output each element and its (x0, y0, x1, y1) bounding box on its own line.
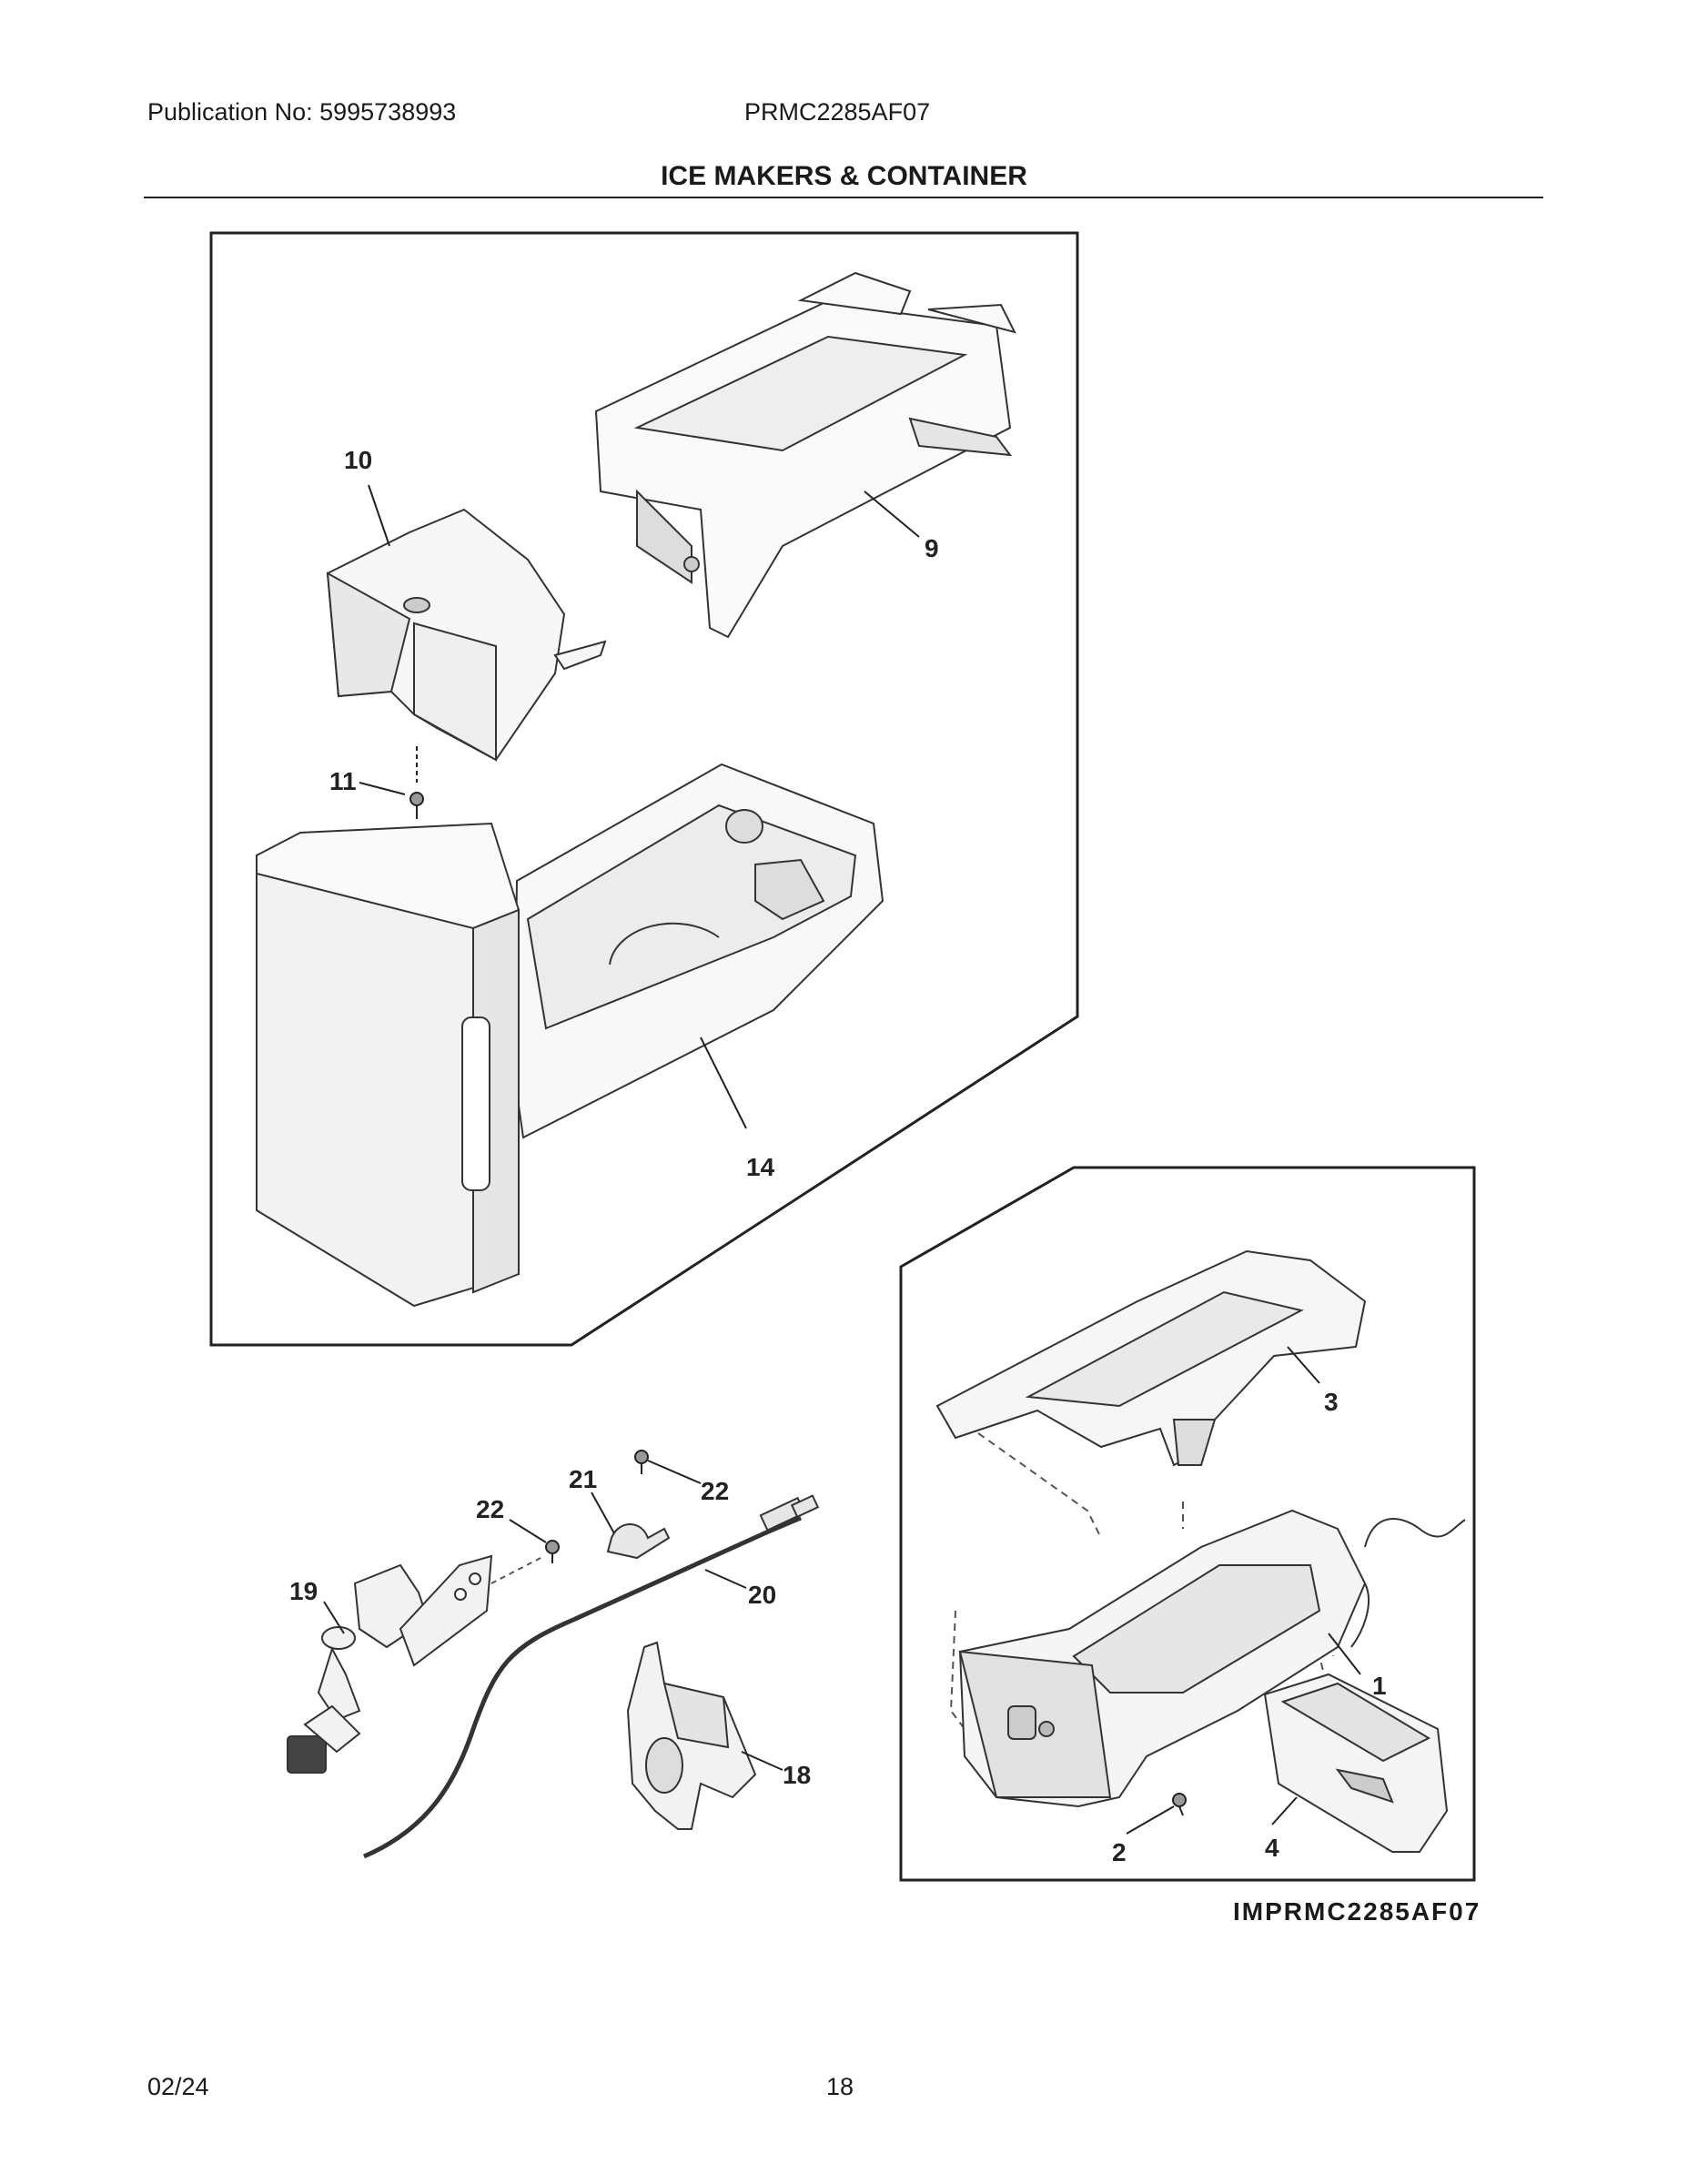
footer-date: 02/24 (147, 2073, 209, 2100)
page-title: ICE MAKERS & CONTAINER (661, 161, 1027, 191)
frame-top (209, 231, 1079, 1347)
callout-3: 3 (1324, 1388, 1339, 1416)
title-rule (144, 197, 1543, 198)
part-3-cover (935, 1249, 1367, 1467)
callout-18: 18 (783, 1761, 811, 1789)
frame-bottom-right (899, 1166, 1476, 1882)
callout-10: 10 (344, 446, 372, 474)
callout-14: 14 (746, 1153, 775, 1181)
callout-22-upper: 22 (701, 1477, 729, 1505)
callout-4: 4 (1265, 1834, 1279, 1862)
part-22-screw-upper (634, 1450, 649, 1474)
leader-19 (323, 1601, 345, 1634)
part-19-water-valve (287, 1554, 493, 1774)
leader-20 (704, 1569, 747, 1589)
part-4-front-cover (1263, 1673, 1449, 1853)
dash-19 (490, 1555, 545, 1584)
model-number: PRMC2285AF07 (744, 98, 931, 126)
leader-22-lower (509, 1519, 547, 1543)
leader-10 (368, 484, 390, 547)
leader-21 (591, 1491, 615, 1534)
part-20-fitting (759, 1494, 820, 1532)
callout-2: 2 (1112, 1838, 1127, 1866)
part-20-water-tube (363, 1515, 802, 1859)
callout-20: 20 (748, 1581, 776, 1609)
leader-14 (700, 1036, 747, 1129)
leader-11 (359, 782, 406, 795)
part-10-ice-chute (326, 508, 607, 762)
page-number: 18 (826, 2073, 854, 2100)
callout-22-lower: 22 (476, 1495, 504, 1523)
publication-number: Publication No: 5995738993 (147, 98, 457, 126)
part-1-ice-maker-body (958, 1509, 1466, 1808)
callout-9: 9 (925, 534, 939, 562)
figure-id: IMPRMC2285AF07 (1233, 1897, 1481, 1926)
leader-9 (864, 490, 920, 538)
leader-2 (1126, 1805, 1175, 1835)
part-2-screw (1172, 1793, 1187, 1816)
callout-21: 21 (569, 1465, 597, 1493)
part-9-ice-maker (594, 271, 1016, 639)
callout-19: 19 (289, 1577, 318, 1605)
leader-4 (1271, 1796, 1298, 1825)
leader-18 (741, 1751, 783, 1771)
callout-1: 1 (1372, 1672, 1387, 1700)
callout-11: 11 (329, 767, 357, 795)
leader-3 (1287, 1346, 1320, 1384)
leader-1 (1328, 1633, 1361, 1675)
part-11-screw (409, 746, 424, 819)
leader-22-upper (647, 1460, 702, 1484)
part-18-bracket (626, 1641, 757, 1830)
part-14-ice-container (256, 763, 884, 1308)
part-22-screw-lower (545, 1540, 560, 1563)
part-21-clamp (606, 1523, 671, 1560)
